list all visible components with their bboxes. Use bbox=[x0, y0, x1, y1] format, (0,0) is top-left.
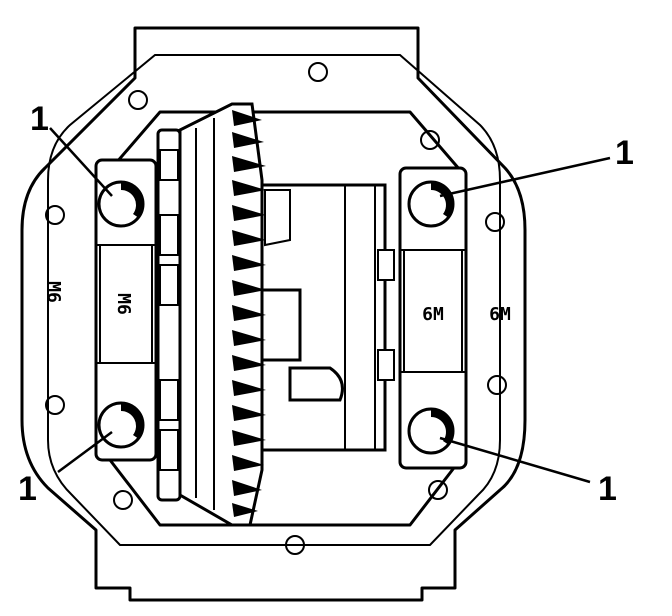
bolt-hole bbox=[113, 490, 133, 510]
bolt-hole bbox=[45, 205, 65, 225]
bolt-hole bbox=[285, 535, 305, 555]
bolt-hole bbox=[128, 90, 148, 110]
leader-bottom-left bbox=[57, 430, 113, 474]
cover-bolt-holes bbox=[45, 62, 507, 555]
cap-bolt-bottom-right bbox=[407, 407, 455, 455]
left-side-bearing bbox=[156, 128, 182, 502]
differential-carrier bbox=[253, 183, 395, 452]
leader-top-left bbox=[49, 127, 113, 197]
callout-bottom-right: 1 bbox=[598, 470, 617, 508]
cap-bolt-bottom-left bbox=[97, 401, 145, 449]
bolt-hole bbox=[485, 212, 505, 232]
callout-top-right: 1 bbox=[615, 134, 634, 172]
bolt-hole bbox=[420, 130, 440, 150]
leader-top-right bbox=[439, 156, 611, 198]
cap-bolt-top-right bbox=[407, 180, 455, 228]
left-bearing-cap bbox=[94, 158, 158, 462]
ring-gear bbox=[178, 102, 266, 527]
bolt-hole bbox=[45, 395, 65, 415]
cap-mark-left-inner: M6 bbox=[113, 293, 134, 315]
right-bearing-cap bbox=[398, 166, 468, 470]
leader-bottom-right bbox=[439, 436, 591, 484]
ring-gear-teeth bbox=[232, 110, 266, 517]
bolt-hole bbox=[487, 375, 507, 395]
cover-flange-outline bbox=[47, 54, 501, 546]
bolt-hole bbox=[308, 62, 328, 82]
callout-bottom-left: 1 bbox=[18, 470, 37, 508]
cap-mark-left-outer: M6 bbox=[43, 281, 64, 303]
bolt-hole bbox=[428, 480, 448, 500]
housing-outline bbox=[20, 26, 527, 602]
cap-mark-right-inner: 6M bbox=[422, 304, 444, 325]
cap-mark-right-outer: 6M bbox=[489, 304, 511, 325]
callout-top-left: 1 bbox=[30, 100, 49, 138]
